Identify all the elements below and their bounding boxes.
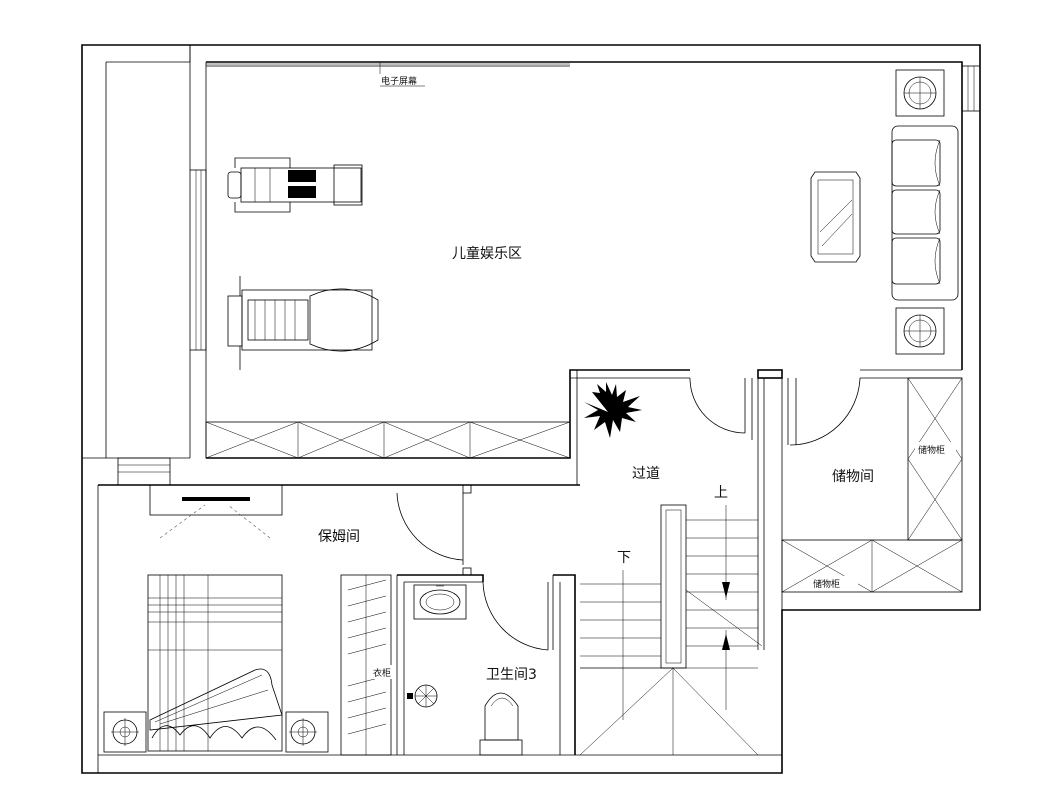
- treadmill-icon: [227, 276, 379, 370]
- coffee-table-icon: [810, 171, 861, 263]
- storage-cabinet-right: 储物柜: [907, 377, 963, 541]
- shower-icon: [407, 684, 438, 708]
- outer-walls: [81, 44, 981, 774]
- play-area-cabinets: [205, 421, 571, 459]
- sink-icon: [413, 584, 467, 620]
- bed-icon: [147, 574, 283, 752]
- wardrobe-label: 衣柜: [373, 667, 391, 679]
- room-label-storage: 储物间: [832, 469, 874, 485]
- plant-icon: [584, 382, 642, 438]
- nightstand-lamp-icon: [103, 711, 147, 753]
- exercise-bike-icon: [227, 157, 363, 213]
- speaker-icon: [895, 69, 945, 117]
- storage-cabinet-bottom-label: 储物柜: [813, 578, 840, 590]
- storage-cabinet-bottom: 储物柜: [781, 539, 963, 593]
- electronic-screen: 电子屏幕: [206, 62, 570, 87]
- stair-down-label: 下: [617, 550, 631, 566]
- screen-label: 电子屏幕: [381, 75, 417, 87]
- room-label-corridor: 过道: [632, 466, 660, 482]
- room-label-bathroom: 卫生间3: [486, 667, 537, 683]
- wardrobe-icon: 衣柜: [340, 574, 395, 756]
- nightstand-lamp-icon: [285, 711, 329, 753]
- toilet-icon: [479, 692, 523, 756]
- doors: [396, 377, 861, 651]
- room-label-nanny: 保姆间: [318, 529, 360, 545]
- speaker-icon: [895, 307, 945, 355]
- room-label-children-play: 儿童娱乐区: [452, 245, 522, 262]
- staircase: [579, 504, 763, 756]
- sofa-icon: [891, 125, 959, 301]
- storage-cabinet-right-label: 储物柜: [918, 444, 945, 456]
- stair-up-label: 上: [714, 485, 728, 501]
- tv-cabinet-icon: [149, 484, 283, 539]
